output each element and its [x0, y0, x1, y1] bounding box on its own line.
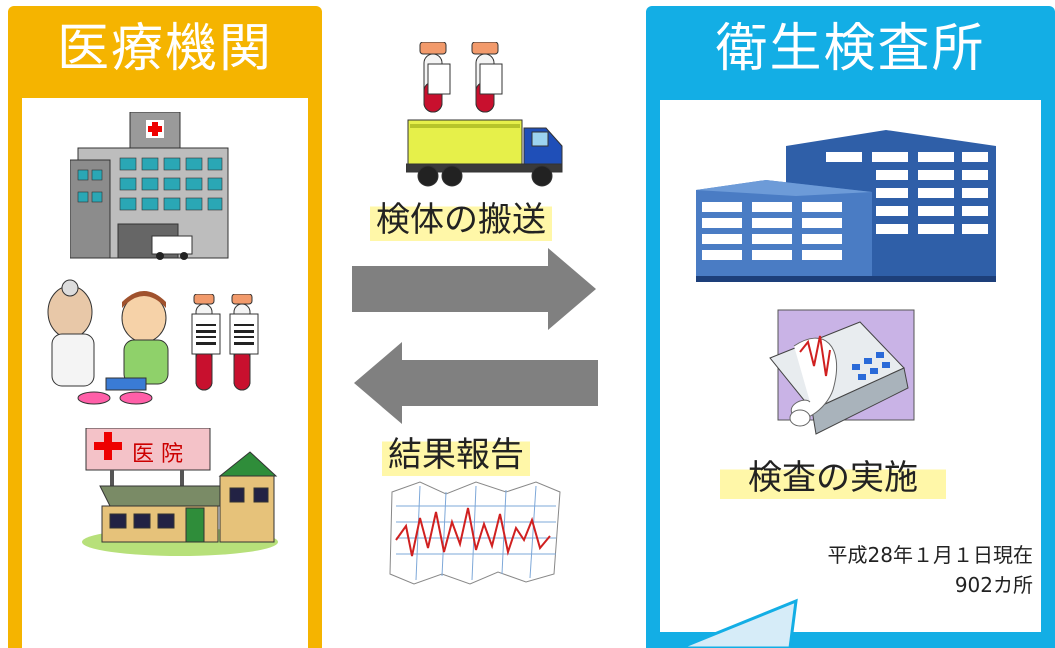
laboratory-building-icon	[696, 130, 996, 282]
hospital-building-icon	[70, 112, 229, 260]
medical-institution-title: 医療機関	[56, 19, 273, 79]
stats-facility-count: 902カ所	[954, 573, 1033, 597]
doctor-patient-icon	[47, 279, 169, 405]
transport-label: 検体の搬送	[370, 192, 552, 241]
stats-as-of-date: 平成28年１月１日現在	[827, 543, 1033, 567]
sample-tubes-icon	[191, 294, 259, 391]
report-chart-icon	[389, 481, 561, 585]
inspection-label: 検査の実施	[720, 450, 946, 499]
clinic-sign-text: 医 院	[132, 442, 183, 467]
facility-stats: 平成28年１月１日現在 902カ所	[828, 540, 1033, 600]
analyzer-machine-icon	[769, 309, 915, 435]
transport-truck-icon	[406, 42, 563, 187]
report-label: 結果報告	[382, 427, 530, 476]
hygiene-lab-title: 衛生検査所	[715, 19, 986, 79]
callout-pointer	[679, 598, 798, 648]
clinic-building-icon	[82, 428, 278, 556]
arrow-left-icon	[354, 342, 598, 424]
arrow-right-icon	[352, 248, 596, 330]
